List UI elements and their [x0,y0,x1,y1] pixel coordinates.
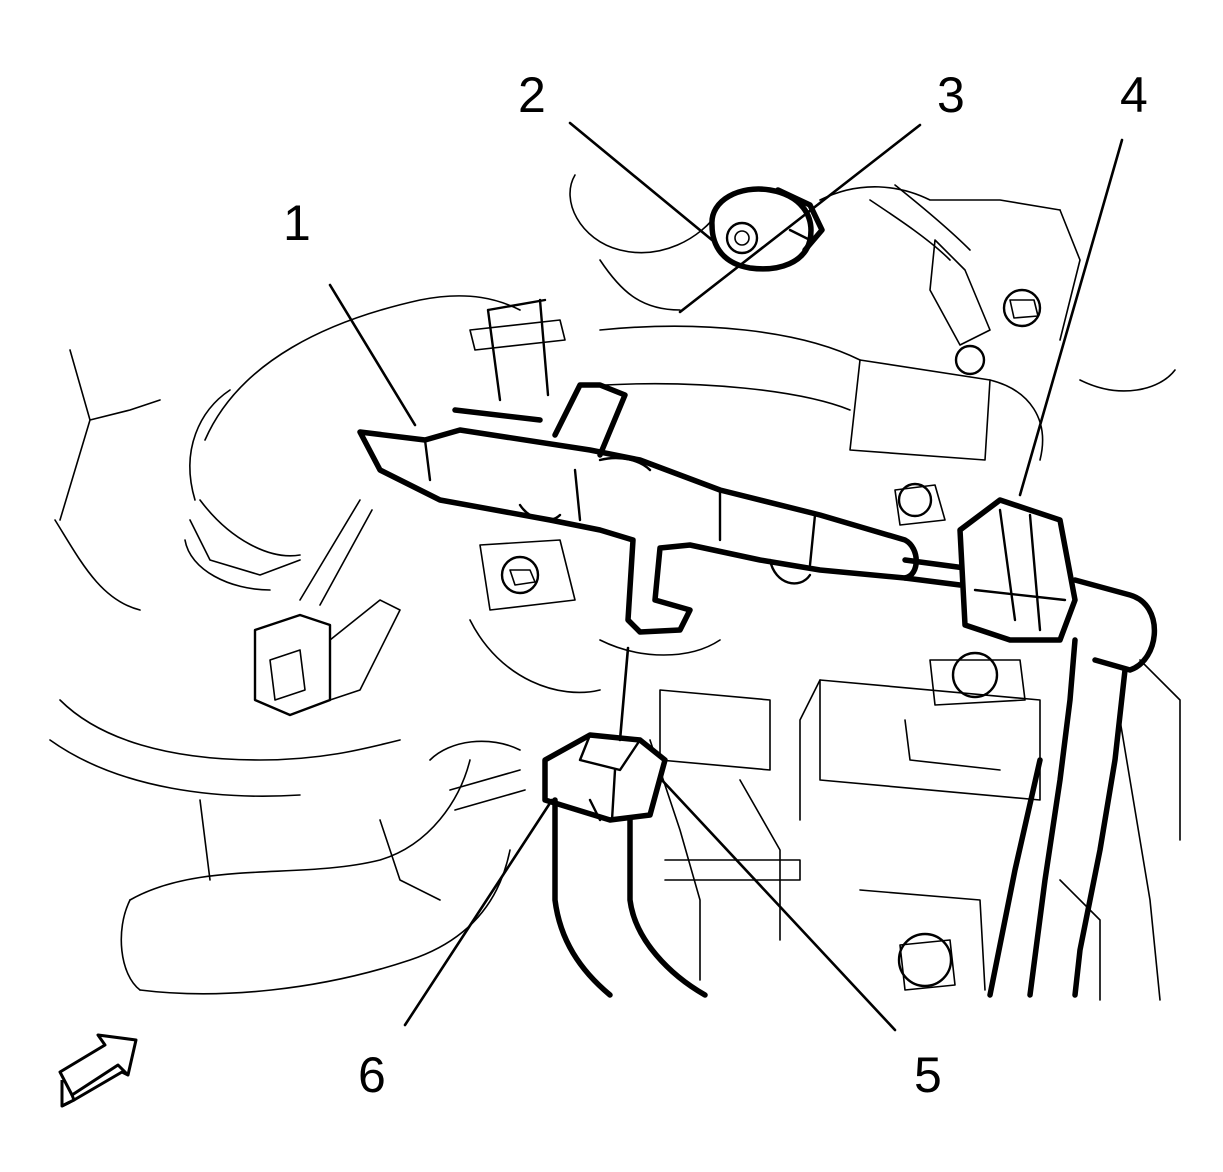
leader-line-rail-to-pipe [618,646,630,742]
callout-labels: 1 2 3 4 5 6 [283,67,1148,1103]
callout-1: 1 [283,195,311,251]
leader-line-2 [568,121,714,242]
callout-3: 3 [937,67,965,123]
leader-line-5 [658,776,897,1032]
callout-leaders [328,121,1124,1032]
background-engine-linework [49,174,1181,1001]
leader-line-6 [403,798,554,1027]
callout-2: 2 [518,67,546,123]
leader-line-1 [328,283,417,427]
callout-4: 4 [1120,67,1148,123]
callout-6: 6 [358,1047,386,1103]
callout-5: 5 [914,1047,942,1103]
leader-line-4 [1018,138,1124,497]
fuel-return-pipe [542,732,708,998]
fuel-rail-assembly [357,382,919,635]
bolt-cap-top [709,186,825,272]
leader-line-3 [678,123,922,314]
fuel-feed-pipe-and-connector [902,497,1158,998]
view-direction-arrow-icon [58,1033,138,1108]
